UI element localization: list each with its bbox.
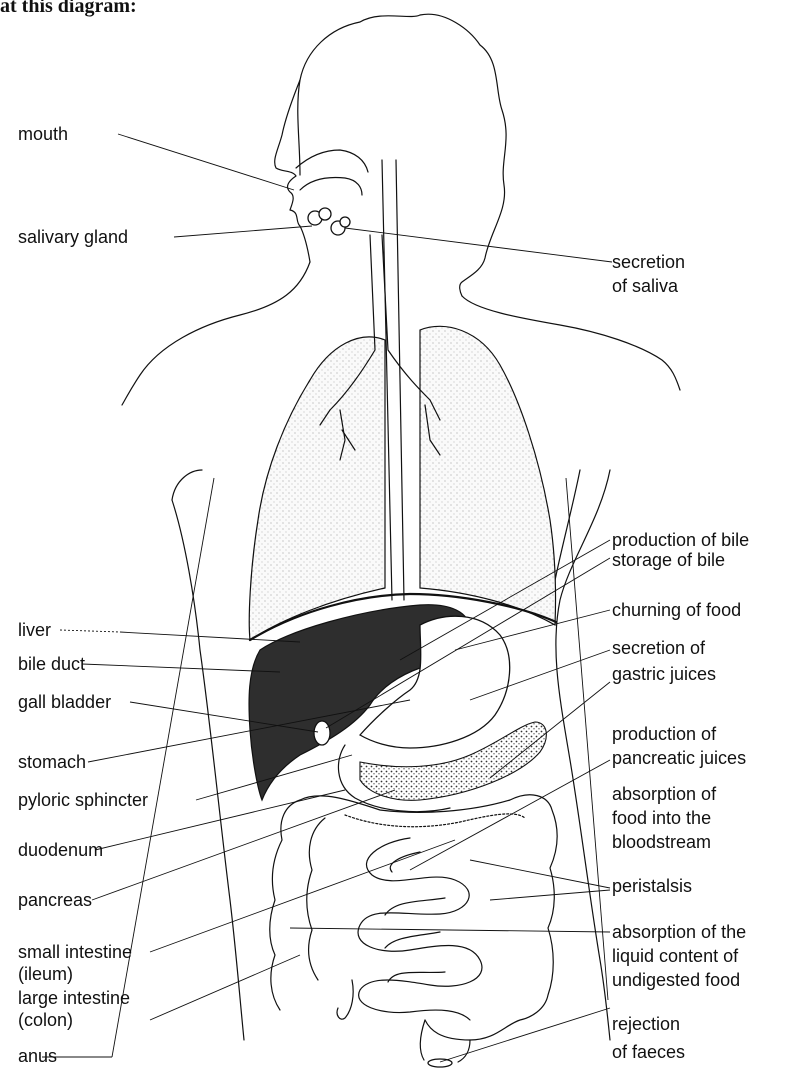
left-labels: mouth salivary gland liver bile duct gal… (18, 124, 148, 1066)
label-large-intestine: large intestine (18, 988, 130, 1008)
label-secretion-of: secretion of (612, 638, 706, 658)
shoulder-left-outline (122, 262, 310, 405)
label-large-intestine-colon: (colon) (18, 1010, 73, 1030)
anus-shape (428, 1059, 452, 1067)
label-of-faeces: of faeces (612, 1042, 685, 1062)
mouth-cavity (296, 150, 368, 195)
right-lung (420, 326, 555, 625)
label-duodenum: duodenum (18, 840, 103, 860)
label-pancreas: pancreas (18, 890, 92, 910)
label-rejection: rejection (612, 1014, 680, 1034)
label-of-saliva: of saliva (612, 276, 679, 296)
label-salivary-gland: salivary gland (18, 227, 128, 247)
face-profile (275, 80, 310, 262)
large-intestine-shape (270, 795, 557, 1040)
arm-left-outline (172, 470, 202, 500)
label-secretion: secretion (612, 252, 685, 272)
small-intestine-inner (385, 852, 445, 982)
label-undigested-food: undigested food (612, 970, 740, 990)
label-pancreatic-juices: pancreatic juices (612, 748, 746, 768)
salivary-gland-shape (308, 208, 350, 235)
label-liquid-content-of: liquid content of (612, 946, 739, 966)
label-gall-bladder: gall bladder (18, 692, 111, 712)
head-outline (298, 14, 506, 296)
label-absorption-of-the: absorption of the (612, 922, 746, 942)
label-bloodstream: bloodstream (612, 832, 711, 852)
label-food-into-the: food into the (612, 808, 711, 828)
label-stomach: stomach (18, 752, 86, 772)
label-production-of-bile: production of bile (612, 530, 749, 550)
label-storage-of-bile: storage of bile (612, 550, 725, 570)
label-bile-duct: bile duct (18, 654, 85, 674)
label-small-intestine: small intestine (18, 942, 132, 962)
header-fragment: at this diagram: (0, 0, 137, 17)
label-small-intestine-ileum: (ileum) (18, 964, 73, 984)
label-liver: liver (18, 620, 51, 640)
label-gastric-juices: gastric juices (612, 664, 716, 684)
left-lung (249, 337, 385, 640)
label-absorption-of: absorption of (612, 784, 717, 804)
right-labels: secretion of saliva production of bile s… (612, 252, 749, 1062)
label-peristalsis: peristalsis (612, 876, 692, 896)
transverse-colon-outline (345, 814, 525, 827)
gall-bladder-shape (314, 721, 330, 745)
rectum-shape (420, 1020, 470, 1062)
label-anus: anus (18, 1046, 57, 1066)
appendix-shape (337, 980, 353, 1019)
label-mouth: mouth (18, 124, 68, 144)
label-churning-of-food: churning of food (612, 600, 741, 620)
label-production-of: production of (612, 724, 717, 744)
body-left-outline (172, 500, 244, 1040)
label-pyloric-sphincter: pyloric sphincter (18, 790, 148, 810)
